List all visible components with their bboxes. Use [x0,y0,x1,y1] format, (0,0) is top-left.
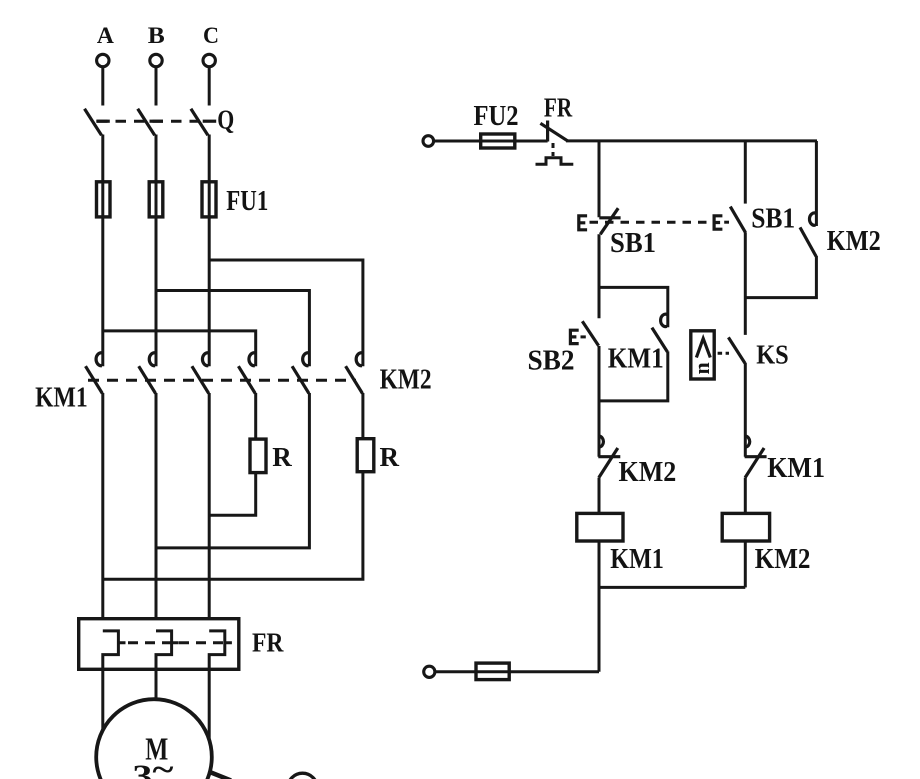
svg-text:SB2: SB2 [528,346,575,377]
svg-text:KM1: KM1 [608,344,664,375]
svg-text:SB1: SB1 [751,204,795,235]
svg-text:KM2: KM2 [619,457,677,488]
svg-text:R: R [272,442,292,472]
svg-text:KM1: KM1 [35,383,88,414]
svg-text:n: n [689,362,714,374]
svg-text:A: A [97,23,114,49]
svg-text:KM2: KM2 [380,365,432,396]
svg-text:3~: 3~ [132,751,173,779]
svg-text:KM2: KM2 [755,544,811,575]
svg-text:FU2: FU2 [474,101,519,132]
svg-text:KM2: KM2 [827,226,881,257]
svg-text:FR: FR [252,628,284,658]
svg-text:KM1: KM1 [610,544,664,575]
svg-text:C: C [203,23,219,49]
svg-text:KM1: KM1 [767,453,825,484]
svg-text:M: M [145,731,168,767]
svg-text:Q: Q [217,105,234,135]
svg-text:FU1: FU1 [226,186,268,217]
svg-text:FR: FR [544,93,573,123]
svg-text:KS: KS [756,340,789,370]
svg-text:R: R [380,442,400,472]
svg-text:B: B [148,23,165,49]
svg-text:SB1: SB1 [610,228,656,259]
